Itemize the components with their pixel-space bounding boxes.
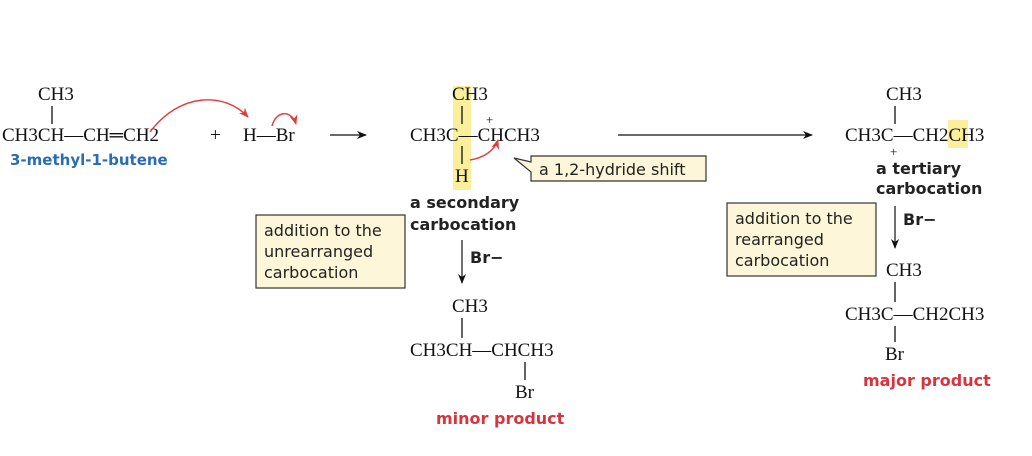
- minor-product-label: minor product: [436, 409, 565, 428]
- tertiary-formula: CH3C—CH2CH3: [845, 125, 984, 146]
- major-bromine: Br: [885, 344, 905, 365]
- minor-formula: CH3CH—CHCH3: [410, 340, 554, 361]
- right-note-line3: carbocation: [735, 251, 829, 270]
- right-note-line2: rearranged: [735, 230, 824, 249]
- left-note-line2: unrearranged: [264, 242, 373, 261]
- reactant-formula: CH3CH—CH═CH2: [2, 125, 159, 146]
- hydride-shift-label: a 1,2-hydride shift: [539, 160, 686, 179]
- ch2-highlight: [948, 120, 968, 148]
- reactant-name: 3-methyl-1-butene: [10, 151, 168, 169]
- secondary-label-line2: carbocation: [410, 215, 516, 234]
- bromide-reagent-right: Br−: [903, 210, 937, 229]
- secondary-carbocation: CH3 + CH3C—CHCH3 H a secondary carbocati…: [410, 84, 540, 234]
- unrearranged-addition-box: addition to the unrearranged carbocation: [255, 214, 406, 289]
- tertiary-label-line1: a tertiary: [876, 159, 962, 178]
- secondary-positive-charge: +: [486, 112, 493, 127]
- right-note-box: [726, 202, 877, 277]
- major-product-label: major product: [863, 371, 991, 390]
- bromide-reagent-left: Br−: [470, 248, 504, 267]
- right-note-line1: addition to the: [735, 209, 853, 228]
- rearranged-addition-box: addition to the rearranged carbocation: [726, 202, 877, 277]
- reactant-alkene: CH3 CH3CH—CH═CH2 3-methyl-1-butene: [2, 84, 168, 169]
- minor-bromine: Br: [515, 382, 535, 403]
- major-product: CH3 CH3C—CH2CH3 Br major product: [845, 260, 991, 390]
- pi-bond-curly-arrow: [149, 99, 249, 133]
- minor-methyl-group: CH3: [452, 296, 488, 317]
- hydride-highlight: [453, 86, 471, 190]
- plus-sign: +: [210, 125, 221, 146]
- left-note-line1: addition to the: [264, 221, 382, 240]
- major-formula: CH3C—CH2CH3: [845, 304, 984, 325]
- tertiary-carbocation: CH3 CH3C—CH2CH3 + a tertiary carbocation: [845, 84, 984, 198]
- tertiary-label-line2: carbocation: [876, 179, 982, 198]
- secondary-methyl-group: CH3: [452, 84, 488, 105]
- hydride-shift-curly-arrow: [469, 139, 499, 161]
- secondary-hydrogen: H: [455, 166, 469, 187]
- secondary-formula: CH3C—CHCH3: [410, 125, 540, 146]
- tertiary-positive-charge: +: [890, 144, 897, 159]
- hydride-shift-callout: a 1,2-hydride shift: [513, 155, 707, 182]
- secondary-label-line1: a secondary: [410, 193, 520, 212]
- major-methyl-group: CH3: [886, 260, 922, 281]
- hbr-curly-arrow: [271, 113, 298, 127]
- hydride-shift-box: [513, 155, 707, 182]
- hydrogen-bromide: H—Br: [243, 125, 295, 146]
- minor-product: CH3 CH3CH—CHCH3 Br minor product: [410, 296, 565, 428]
- tertiary-methyl-group: CH3: [886, 84, 922, 105]
- left-note-line3: carbocation: [264, 263, 358, 282]
- left-note-box: [255, 214, 406, 289]
- reactant-methyl-group: CH3: [38, 84, 74, 105]
